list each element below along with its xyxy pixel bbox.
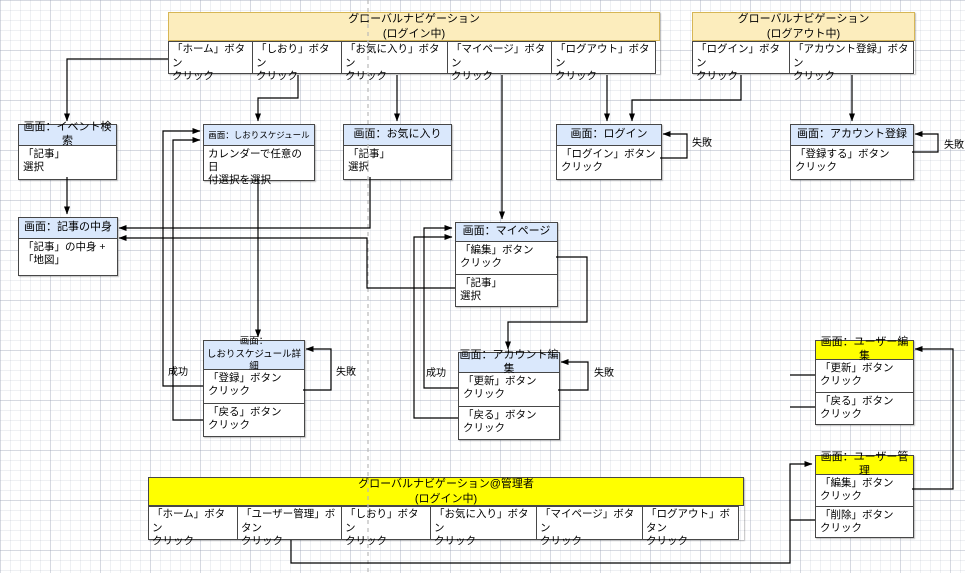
label-account-fail: 失敗 — [594, 368, 614, 379]
edge-home-to-event-search — [64, 58, 168, 122]
nav-admin-button-logout[interactable]: 「ログアウト」ボタン クリック — [642, 506, 739, 547]
nav-admin-button-user-mgmt[interactable]: 「ユーザー管理」ボタン クリック — [237, 506, 342, 547]
screen-user-admin-delete-action: 「削除」ボタン クリック — [816, 506, 913, 537]
screen-login-title: 画面：ログイン — [557, 125, 661, 146]
edge-account-edit-fail-loop — [558, 359, 589, 391]
screen-article-content: 「記事」の中身 + 「地図」 — [23, 241, 106, 267]
screen-user-edit-update-action: 「更新」ボタン クリック — [820, 362, 894, 388]
edge-detail-fail-loop — [303, 346, 332, 391]
screen-event-search[interactable]: 画面：イベント検索 「記事」 選択 — [18, 121, 117, 180]
nav-button-shiori[interactable]: 「しおり」ボタン クリック — [252, 41, 342, 82]
screen-account-edit-back-action: 「戻る」ボタン クリック — [459, 406, 559, 439]
nav-logged-out-title: グローバルナビゲーション (ログアウト中) — [692, 12, 915, 41]
label-register-fail: 失敗 — [944, 140, 964, 151]
edge-user-admin-edit-to-user-edit — [912, 346, 954, 490]
nav-button-favorites[interactable]: 「お気に入り」ボタン クリック — [341, 41, 448, 82]
screen-event-search-title: 画面：イベント検索 — [19, 121, 116, 147]
screen-account-edit-title: 画面：アカウント編集 — [459, 348, 559, 375]
screen-favorites-action: 「記事」 選択 — [348, 148, 390, 174]
nav-admin-button-mypage[interactable]: 「マイページ」ボタン クリック — [536, 506, 643, 547]
nav-button-mypage[interactable]: 「マイページ」ボタン クリック — [447, 41, 552, 82]
screen-user-admin-edit-action: 「編集」ボタン クリック — [820, 477, 894, 503]
screen-shiori-detail-title: 画面： しおりスケジュール詳細 — [204, 336, 304, 372]
screen-mypage-title: 画面：マイページ — [456, 223, 557, 242]
nav-admin-button-favorites[interactable]: 「お気に入り」ボタン クリック — [430, 506, 537, 547]
screen-mypage-edit-action: 「編集」ボタン クリック — [460, 244, 534, 270]
screen-login-action: 「ログイン」ボタン クリック — [561, 148, 656, 174]
nav-admin-button-home[interactable]: 「ホーム」ボタン クリック — [148, 506, 238, 547]
screen-mypage-article-action: 「記事」 選択 — [456, 274, 557, 306]
screen-article[interactable]: 画面：記事の中身 「記事」の中身 + 「地図」 — [18, 217, 118, 276]
screen-user-edit-title: 画面：ユーザー編集 — [816, 336, 913, 362]
screen-favorites[interactable]: 画面：お気に入り 「記事」 選択 — [343, 124, 452, 180]
nav-button-register[interactable]: 「アカウント登録」ボタン クリック — [789, 41, 914, 82]
screen-account-edit[interactable]: 画面：アカウント編集 「更新」ボタン クリック 「戻る」ボタン クリック — [458, 348, 560, 440]
screen-shiori-schedule-action: カレンダーで任意の日 付選択を選択 — [208, 148, 302, 187]
screen-event-search-action: 「記事」 選択 — [23, 148, 65, 174]
nav-admin[interactable]: グローバルナビゲーション@管理者 (ログイン中) 「ホーム」ボタン クリック 「… — [148, 477, 744, 547]
screen-mypage[interactable]: 画面：マイページ 「編集」ボタン クリック 「記事」 選択 — [455, 222, 558, 307]
screen-account-register-title: 画面：アカウント登録 — [791, 125, 913, 146]
edge-mypage-article-to-article — [118, 235, 455, 289]
nav-logged-in[interactable]: グローバルナビゲーション (ログイン中) 「ホーム」ボタン クリック 「しおり」… — [168, 12, 660, 82]
label-login-fail: 失敗 — [692, 138, 712, 149]
screen-login[interactable]: 画面：ログイン 「ログイン」ボタン クリック — [556, 124, 662, 180]
screen-user-admin[interactable]: 画面：ユーザー管理 「編集」ボタン クリック 「削除」ボタン クリック — [815, 451, 914, 538]
screen-user-edit-back-action: 「戻る」ボタン クリック — [816, 392, 913, 424]
nav-button-logout[interactable]: 「ログアウト」ボタン クリック — [551, 41, 656, 82]
nav-button-home[interactable]: 「ホーム」ボタン クリック — [168, 41, 253, 82]
screen-account-register-action: 「登録する」ボタン クリック — [795, 148, 890, 174]
screen-user-edit[interactable]: 画面：ユーザー編集 「更新」ボタン クリック 「戻る」ボタン クリック — [815, 336, 914, 425]
screen-favorites-title: 画面：お気に入り — [344, 125, 451, 146]
nav-button-login[interactable]: 「ログイン」ボタン クリック — [692, 41, 790, 82]
nav-admin-button-shiori[interactable]: 「しおり」ボタン クリック — [341, 506, 431, 547]
screen-account-register[interactable]: 画面：アカウント登録 「登録する」ボタン クリック — [790, 124, 914, 180]
edge-detail-back-to-schedule — [172, 137, 203, 421]
nav-admin-title: グローバルナビゲーション@管理者 (ログイン中) — [148, 477, 744, 506]
screen-shiori-detail-register-action: 「登録」ボタン クリック — [208, 372, 282, 398]
edge-detail-success-to-schedule — [162, 128, 203, 387]
label-shiori-fail: 失敗 — [336, 367, 356, 378]
screen-shiori-detail[interactable]: 画面： しおりスケジュール詳細 「登録」ボタン クリック 「戻る」ボタン クリッ… — [203, 336, 305, 437]
screen-shiori-detail-back-action: 「戻る」ボタン クリック — [204, 403, 304, 436]
screen-user-admin-title: 画面：ユーザー管理 — [816, 451, 913, 477]
screen-shiori-schedule[interactable]: 画面：しおりスケジュール カレンダーで任意の日 付選択を選択 — [203, 124, 315, 187]
screen-account-edit-update-action: 「更新」ボタン クリック — [463, 375, 537, 401]
nav-logged-out[interactable]: グローバルナビゲーション (ログアウト中) 「ログイン」ボタン クリック 「アカ… — [692, 12, 915, 82]
edge-register-fail-loop — [912, 131, 939, 153]
label-shiori-success: 成功 — [168, 367, 188, 378]
screen-article-title: 画面：記事の中身 — [19, 218, 117, 239]
edge-account-edit-back-to-mypage — [413, 234, 458, 419]
label-account-success: 成功 — [426, 368, 446, 379]
screen-shiori-schedule-title: 画面：しおりスケジュール — [204, 125, 314, 146]
edge-login-fail-loop — [660, 131, 688, 159]
nav-logged-in-title: グローバルナビゲーション (ログイン中) — [168, 12, 660, 41]
